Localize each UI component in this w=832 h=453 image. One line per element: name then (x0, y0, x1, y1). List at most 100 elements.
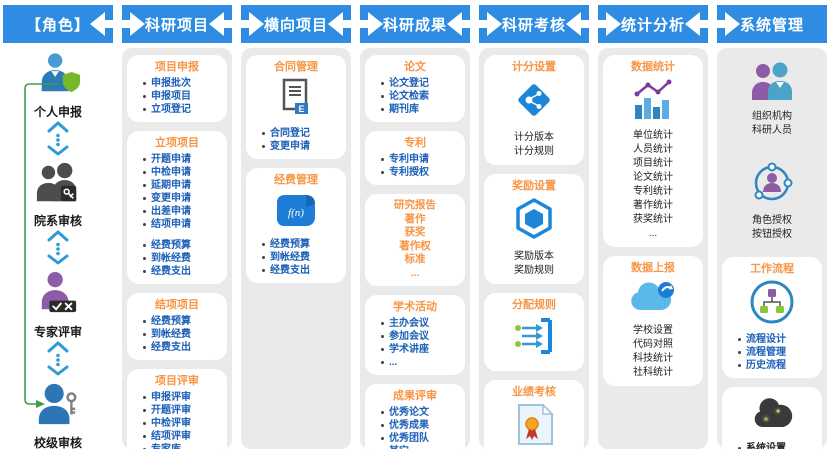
menu-item: 经费预算 (143, 239, 224, 252)
bullet-dot-icon (262, 256, 265, 259)
bullet-dot-icon (381, 424, 384, 427)
column-header: 科研项目 (117, 5, 237, 43)
menu-item: 专利授权 (381, 166, 462, 179)
bullet-dot-icon (143, 448, 146, 449)
flow-arrow-left-icon (685, 12, 713, 36)
menu-item-label: 经费预算 (270, 239, 310, 250)
card-title: 数据上报 (631, 262, 675, 274)
flow-arrow-left-icon (447, 12, 475, 36)
flow-arrow-right-icon (236, 12, 264, 36)
bullet-dot-icon (143, 184, 146, 187)
card-title: 项目评审 (155, 375, 199, 387)
department-review-icon (35, 161, 81, 210)
menu-item: 奖励版本 (514, 251, 554, 262)
flow-arrow-right-icon (712, 12, 740, 36)
menu-item-label: 经费支出 (151, 266, 191, 277)
menu-item: 优秀团队 (381, 432, 462, 445)
column-header-label: 科研项目 (144, 16, 209, 34)
menu-item-label: 流程设计 (746, 334, 786, 345)
column-panel-6: 组织机构科研人员角色授权按钮授权工作流程流程设计流程管理历史流程系统设置数据词典… (717, 48, 827, 449)
menu-item: 获奖统计 (633, 214, 673, 225)
flow-arrow-right-icon (474, 12, 502, 36)
feature-list: 组织机构科研人员 (725, 110, 819, 138)
feature-card: 立项项目开题申请中检申请延期申请变更申请出差申请结项申请经费预算到帐经费经费支出 (127, 131, 227, 284)
menu-item: 经费预算 (143, 315, 224, 328)
menu-item: 中检评审 (143, 417, 224, 430)
role-2: 院系审核 (34, 161, 82, 229)
bullet-dot-icon (738, 447, 741, 449)
feature-list: 开题申请中检申请延期申请变更申请出差申请结项申请 (130, 153, 224, 231)
menu-item: 计分规则 (514, 146, 554, 157)
card-title: 数据统计 (631, 61, 675, 73)
bullet-dot-icon (143, 346, 146, 349)
menu-item: 参加会议 (381, 330, 462, 343)
menu-item-label: 其它 (389, 445, 409, 449)
column-header-label: 系统管理 (739, 16, 804, 34)
feature-list: 合同登记变更申请 (249, 127, 343, 153)
menu-item: 开题申请 (143, 153, 224, 166)
workflow-icon (749, 279, 795, 330)
role-auth-icon (749, 160, 795, 211)
card-title: 结项项目 (155, 299, 199, 311)
bullet-dot-icon (143, 396, 146, 399)
flow-arrow-left-icon (328, 12, 356, 36)
card-title: 经费管理 (274, 174, 318, 186)
column-header: 系统管理 (712, 5, 827, 43)
menu-item-label: 申报评审 (151, 392, 191, 403)
menu-item: 合同登记 (262, 127, 343, 140)
menu-item-label: 历史流程 (746, 360, 786, 371)
menu-item: 其它 (381, 445, 462, 449)
column-panel-5: 数据统计单位统计人员统计项目统计论文统计专利统计著作统计获奖统计...数据上报学… (598, 48, 708, 449)
card-title: 专利 (404, 137, 426, 149)
menu-item-label: 优秀团队 (389, 433, 429, 444)
bullet-dot-icon (381, 82, 384, 85)
menu-item-label: 专利授权 (389, 167, 429, 178)
menu-item: 计分版本 (514, 132, 554, 143)
bullet-dot-icon (143, 223, 146, 226)
menu-item: 申报批次 (143, 77, 224, 90)
column-header: 科研考核 (474, 5, 594, 43)
feature-card: 研究报告著作获奖著作权标准... (365, 194, 465, 286)
menu-item: 结项评审 (143, 430, 224, 443)
card-title: 合同管理 (274, 61, 318, 73)
menu-item-label: 开题申请 (151, 154, 191, 165)
feature-list: 主办会议参加会议学术讲座... (368, 317, 462, 369)
org-people-icon (749, 62, 795, 107)
column-panel-4: 计分设置计分版本计分规则奖励设置奖励版本奖励规则分配规则业绩考核业绩标准考核批次… (479, 48, 589, 449)
menu-item: 开题评审 (143, 404, 224, 417)
menu-item: 经费支出 (143, 341, 224, 354)
feature-list: 奖励版本奖励规则 (487, 250, 581, 278)
bullet-dot-icon (143, 158, 146, 161)
menu-item: 科研人员 (752, 125, 792, 136)
menu-item-label: 申报项目 (151, 91, 191, 102)
menu-item-label: 变更申请 (151, 193, 191, 204)
menu-item-label: 到帐经费 (151, 329, 191, 340)
card-title: 计分设置 (512, 61, 556, 73)
menu-item: 变更申请 (262, 140, 343, 153)
role-label: 专家评审 (33, 325, 82, 339)
menu-item: 单位统计 (633, 130, 673, 141)
menu-item: 到帐经费 (143, 328, 224, 341)
flow-arrow-right-icon (117, 12, 145, 36)
menu-item: 延期申请 (143, 179, 224, 192)
menu-item: 学校设置 (633, 325, 673, 336)
menu-item: 系统设置 (738, 442, 819, 449)
menu-item: 专利申请 (381, 153, 462, 166)
column-panel-1: 项目申报申报批次申报项目立项登记立项项目开题申请中检申请延期申请变更申请出差申请… (122, 48, 232, 449)
expert-review-icon (37, 270, 79, 321)
menu-item: 主办会议 (381, 317, 462, 330)
column-header-label: 科研考核 (501, 16, 566, 34)
bullet-dot-icon (381, 158, 384, 161)
card-title: 学术活动 (393, 301, 437, 313)
menu-item-label: 系统设置 (746, 443, 786, 449)
menu-item: 奖励规则 (514, 265, 554, 276)
double-dotted-arrow-icon (45, 340, 71, 381)
menu-item-label: 中检评审 (151, 418, 191, 429)
bullet-dot-icon (143, 108, 146, 111)
flow-arrow-right-icon (355, 12, 383, 36)
menu-item: 专家库 (143, 443, 224, 449)
menu-item-label: 延期申请 (151, 180, 191, 191)
